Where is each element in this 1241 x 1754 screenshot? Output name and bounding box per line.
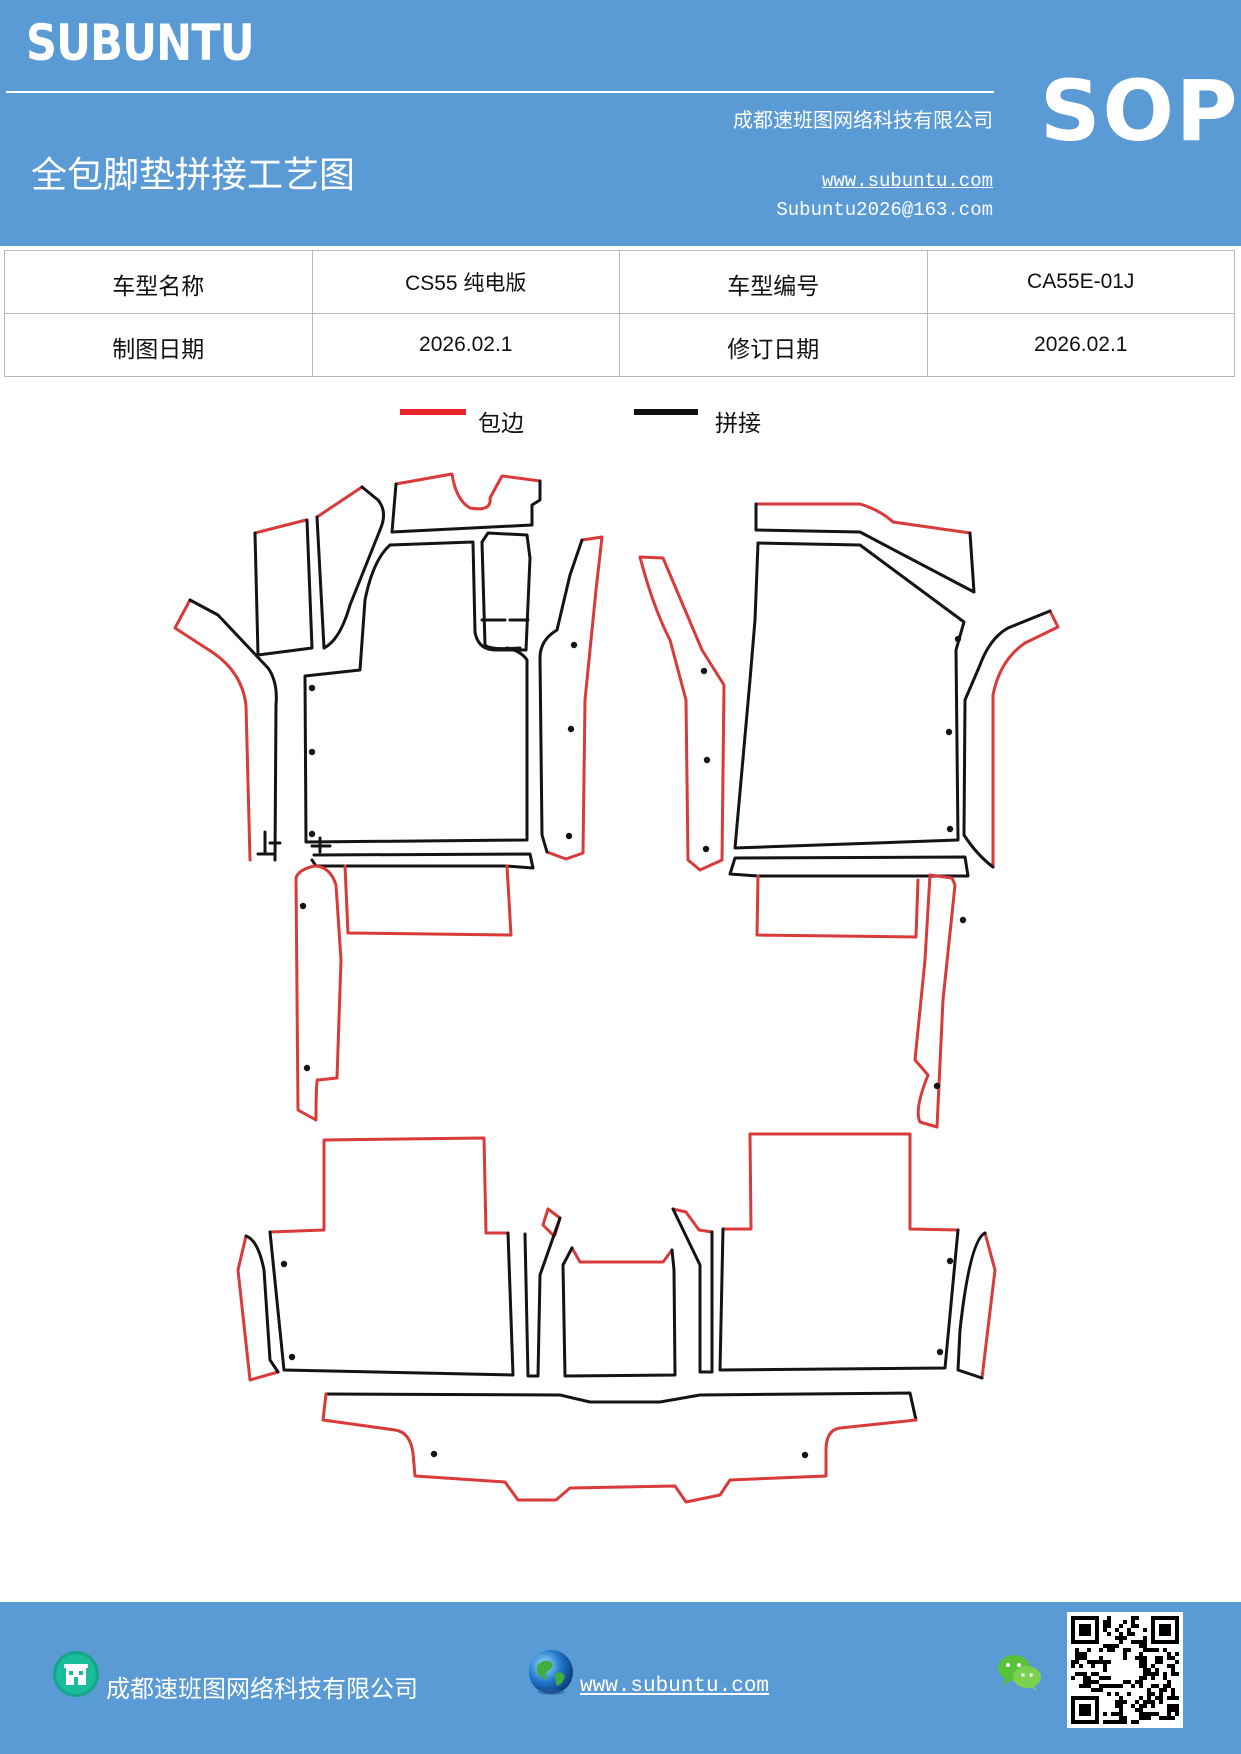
left-side-door-strip-edge: [638, 555, 726, 872]
model-code-label: 车型编号: [619, 250, 928, 314]
email-address[interactable]: Subuntu2026@163.com: [776, 199, 993, 221]
sop-badge: SOP: [1040, 62, 1240, 160]
header-divider: [6, 91, 994, 93]
left-sill-edge: [294, 864, 343, 1122]
company-name: 成都速班图网络科技有限公司: [733, 108, 993, 132]
model-code-value: CA55E-01J: [926, 250, 1235, 314]
rear-center-right-seam: [671, 1207, 714, 1374]
legend-seam-swatch: [634, 409, 698, 415]
left-side-strip-edge: [173, 598, 252, 862]
fastener-dot: [702, 845, 710, 853]
legend-edge-swatch: [400, 409, 466, 415]
footer-website-link[interactable]: www.subuntu.com: [580, 1675, 770, 1698]
right-sill-edge: [913, 873, 957, 1129]
left-heel-edge: [343, 864, 513, 937]
rear-left-mat-edge: [268, 1136, 510, 1235]
front-right-mat-group: [638, 502, 1060, 1129]
left-side-strip-seam: [188, 598, 278, 862]
document-title: 全包脚垫拼接工艺图: [31, 155, 356, 196]
right-heel-edge: [755, 874, 920, 939]
firewall-top-seam: [390, 479, 542, 534]
rear-center-right-edge: [671, 1207, 714, 1234]
driver-mat-seam: [303, 531, 532, 844]
fastener-dot: [303, 1064, 311, 1072]
revision-date-label: 修订日期: [619, 313, 928, 377]
fastener-dot: [946, 1257, 954, 1265]
fastener-dot: [299, 902, 307, 910]
fastener-dot: [959, 916, 967, 924]
fastener-dot: [567, 725, 575, 733]
qr-code-icon[interactable]: [1067, 1612, 1183, 1728]
rear-right-side-seam: [956, 1231, 987, 1380]
rear-bottom-edge: [321, 1392, 918, 1504]
fastener-dot: [933, 1082, 941, 1090]
fastener-points: [280, 635, 967, 1459]
vehicle-info-table: 车型名称 CS55 纯电版 车型编号 CA55E-01J 制图日期 2026.0…: [4, 250, 1235, 377]
header-banner: SUBUNTU 成都速班图网络科技有限公司 全包脚垫拼接工艺图 www.subu…: [0, 0, 1241, 246]
model-name-value: CS55 纯电版: [311, 250, 620, 314]
left-wedge-edge: [315, 485, 364, 519]
rear-front-edge-seam: [324, 1391, 918, 1422]
table-row: 制图日期 2026.02.1 修订日期 2026.02.1: [4, 313, 1235, 377]
globe-icon: [529, 1650, 573, 1695]
fastener-dot: [288, 1353, 296, 1361]
legend-seam-label: 拼接: [715, 411, 761, 437]
fastener-dot: [703, 756, 711, 764]
rear-left-mat-seam: [268, 1230, 515, 1377]
fastener-dot: [308, 830, 316, 838]
rear-tunnel-seam: [561, 1246, 677, 1378]
left-pillar-edge: [253, 518, 308, 535]
drawing-date-value: 2026.02.1: [311, 313, 620, 377]
rear-mat-group: [236, 1132, 997, 1504]
firewall-top-edge: [394, 472, 542, 511]
fastener-dot: [308, 684, 316, 692]
fastener-dot: [801, 1451, 809, 1459]
website-link[interactable]: www.subuntu.com: [821, 170, 993, 192]
left-wedge-seam: [315, 485, 385, 650]
model-name-label: 车型名称: [4, 250, 313, 314]
right-console-strip-seam: [538, 538, 584, 854]
table-row: 车型名称 CS55 纯电版 车型编号 CA55E-01J: [4, 250, 1235, 314]
fastener-dot: [700, 667, 708, 675]
fastener-dot: [946, 825, 954, 833]
front-left-mat-group: [173, 472, 604, 862]
revision-date-value: 2026.02.1: [926, 313, 1235, 377]
fastener-dot: [945, 728, 953, 736]
legend: 包边 拼接: [0, 400, 1241, 440]
seam-notch-marks: [256, 830, 332, 856]
brand-logo: SUBUNTU: [26, 14, 255, 72]
fastener-dot: [308, 748, 316, 756]
right-side-strip-seam: [962, 609, 1052, 869]
drawing-date-label: 制图日期: [4, 313, 313, 377]
right-console-strip-edge: [545, 535, 604, 861]
footer-company-name: 成都速班图网络科技有限公司: [106, 1675, 418, 1703]
fastener-dot: [936, 1348, 944, 1356]
fastener-dot: [565, 832, 573, 840]
rear-right-side-edge: [980, 1231, 997, 1380]
building-icon: [53, 1651, 99, 1697]
right-heel-seam: [728, 855, 970, 878]
passenger-mat-seam: [733, 541, 966, 850]
front-left-lower-group: [294, 852, 535, 1122]
footer-banner: 成都速班图网络科技有限公司 www.subuntu.com: [0, 1602, 1241, 1754]
fastener-dot: [570, 641, 578, 649]
right-side-strip-edge: [991, 609, 1060, 869]
fastener-dot: [430, 1450, 438, 1458]
rear-left-side-edge: [236, 1234, 280, 1382]
left-pillar-seam: [253, 518, 314, 657]
wechat-icon[interactable]: [997, 1653, 1043, 1693]
fastener-dot: [954, 635, 962, 643]
rear-left-side-seam: [244, 1234, 280, 1374]
rear-right-mat-seam: [718, 1227, 960, 1372]
rear-tunnel-edge: [570, 1246, 674, 1264]
legend-edge-label: 包边: [478, 411, 524, 437]
fastener-dot: [280, 1260, 288, 1268]
right-firewall-seam: [754, 502, 976, 594]
right-firewall-edge: [754, 502, 972, 535]
rear-center-left-seam: [523, 1216, 562, 1378]
rear-right-mat-edge: [721, 1132, 960, 1232]
